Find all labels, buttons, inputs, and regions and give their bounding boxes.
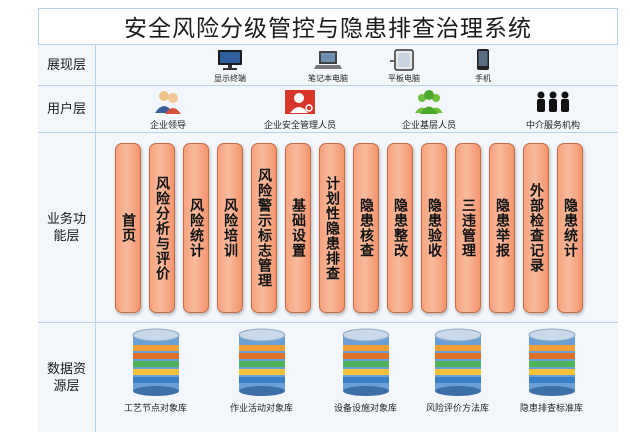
- tablet-icon: [390, 49, 414, 71]
- database-icon: [238, 328, 285, 396]
- user-agency: 中介服务机构: [526, 89, 580, 131]
- database-process-nodes: 工艺节点对象库: [124, 327, 187, 414]
- module-label: 风险警示标志管理: [256, 168, 272, 288]
- device-label: 手机: [475, 74, 491, 83]
- module-label: 首页: [120, 213, 136, 243]
- module-label: 隐患核查: [358, 198, 374, 258]
- database-equipment: 设备设施对象库: [334, 327, 397, 414]
- module-three-violations[interactable]: 三违管理: [455, 143, 481, 313]
- device-tablet: 平板电脑: [388, 49, 420, 84]
- database-risk-methods: 风险评价方法库: [426, 327, 489, 414]
- module-label: 三违管理: [460, 198, 476, 258]
- module-hazard-rectification[interactable]: 隐患整改: [387, 143, 413, 313]
- module-label: 隐患统计: [562, 198, 578, 258]
- database-hazard-standards: 隐患排查标准库: [520, 327, 583, 414]
- module-label: 风险分析与评价: [154, 175, 170, 281]
- user-layer-label: 用户层: [38, 86, 96, 132]
- device-label: 显示终端: [214, 74, 246, 83]
- module-hazard-statistics[interactable]: 隐患统计: [557, 143, 583, 313]
- monitor-icon: [218, 50, 242, 70]
- module-hazard-report[interactable]: 隐患举报: [489, 143, 515, 313]
- device-display-terminal: 显示终端: [214, 49, 246, 84]
- module-label: 外部检查记录: [528, 183, 544, 273]
- agency-icon: [537, 91, 569, 112]
- module-planned-inspection[interactable]: 计划性隐患排查: [319, 143, 345, 313]
- database-work-activities: 作业活动对象库: [230, 327, 293, 414]
- database-icon: [132, 328, 179, 396]
- module-hazard-verification[interactable]: 隐患核查: [353, 143, 379, 313]
- leaders-icon: [155, 91, 181, 114]
- module-risk-analysis[interactable]: 风险分析与评价: [149, 143, 175, 313]
- module-home[interactable]: 首页: [115, 143, 141, 313]
- presentation-layer: 展现层 显示终端 笔记本电脑 平板电脑: [38, 44, 618, 85]
- user-safety-manager: 企业安全管理人员: [264, 89, 336, 131]
- user-label: 企业基层人员: [402, 121, 457, 131]
- module-label: 隐患举报: [494, 198, 510, 258]
- database-label: 隐患排查标准库: [520, 404, 584, 414]
- database-label: 风险评价方法库: [426, 404, 490, 414]
- module-external-inspection[interactable]: 外部检查记录: [523, 143, 549, 313]
- database-label: 工艺节点对象库: [124, 404, 188, 414]
- module-label: 风险统计: [188, 198, 204, 258]
- module-hazard-acceptance[interactable]: 隐患验收: [421, 143, 447, 313]
- safety-manager-icon: [285, 90, 315, 114]
- user-layer: 用户层 企业领导 企业安全管理人员: [38, 85, 618, 132]
- database-label: 作业活动对象库: [230, 404, 294, 414]
- business-layer: 业务功能层 首页 风险分析与评价 风险统计 风险培训 风险警示标志管理 基础设置…: [38, 132, 618, 322]
- module-risk-sign-management[interactable]: 风险警示标志管理: [251, 143, 277, 313]
- module-label: 隐患验收: [426, 198, 442, 258]
- module-risk-training[interactable]: 风险培训: [217, 143, 243, 313]
- phone-icon: [477, 49, 489, 70]
- user-label: 企业安全管理人员: [264, 121, 337, 131]
- database-icon: [434, 328, 481, 396]
- device-label: 平板电脑: [388, 74, 420, 83]
- module-label: 计划性隐患排查: [324, 175, 340, 281]
- databases: 工艺节点对象库 作业活动对象库: [96, 323, 618, 432]
- module-label: 隐患整改: [392, 198, 408, 258]
- module-label: 风险培训: [222, 198, 238, 258]
- business-modules: 首页 风险分析与评价 风险统计 风险培训 风险警示标志管理 基础设置 计划性隐患…: [96, 133, 618, 322]
- user-label: 中介服务机构: [526, 121, 581, 131]
- device-laptop: 笔记本电脑: [308, 49, 348, 84]
- user-staff: 企业基层人员: [402, 89, 456, 131]
- presentation-layer-label: 展现层: [38, 45, 96, 85]
- module-risk-statistics[interactable]: 风险统计: [183, 143, 209, 313]
- device-label: 笔记本电脑: [308, 74, 348, 83]
- user-label: 企业领导: [150, 121, 187, 131]
- user-leaders: 企业领导: [150, 89, 186, 131]
- database-icon: [528, 328, 575, 396]
- data-layer-label: 数据资源层: [38, 323, 96, 432]
- diagram-title: 安全风险分级管控与隐患排查治理系统: [124, 16, 532, 42]
- database-icon: [342, 328, 389, 396]
- staff-icon: [415, 90, 443, 114]
- data-layer: 数据资源层 工艺节点对象库: [38, 322, 618, 432]
- module-basic-settings[interactable]: 基础设置: [285, 143, 311, 313]
- module-label: 基础设置: [290, 198, 306, 258]
- business-layer-label: 业务功能层: [38, 133, 96, 322]
- database-label: 设备设施对象库: [334, 404, 398, 414]
- device-phone: 手机: [468, 49, 498, 84]
- laptop-icon: [314, 51, 342, 69]
